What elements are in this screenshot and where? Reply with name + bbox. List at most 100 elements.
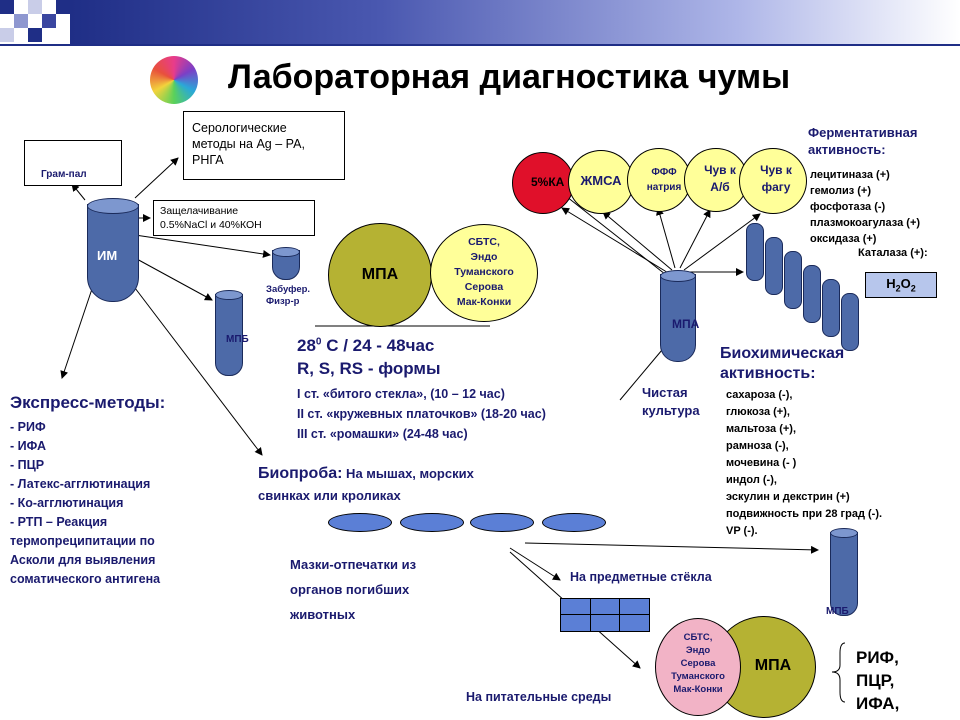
small-tube [803,265,821,323]
express-title: Экспресс-методы: [10,393,166,412]
small-tube [765,237,783,295]
sbts2-line: СБТС, [683,632,713,643]
enzyme-title: Ферментативная [808,125,918,140]
slides-label: На предметные стёкла [570,570,712,584]
small-tube [784,251,802,309]
header-underline [0,44,960,46]
mpb-label-left: МПБ [226,334,249,345]
small-tube [822,279,840,337]
circle-zhmsa: ЖМСА [568,150,634,214]
bioproba-label: Биопроба: На мышах, морских [258,465,474,482]
biochem-item: эскулин и декстрин (+) [726,491,850,503]
temperature-label: 280 С / 24 - 48час [297,336,435,355]
page-title: Лабораторная диагностика чумы [228,58,791,96]
enzyme-item: лецитиназа (+) [810,169,890,181]
small-tube [746,223,764,281]
mpa-label: МПА [361,266,399,283]
serology-line: РНГА [192,153,224,167]
pure-culture-line: культура [642,403,700,418]
catalase-label: Каталаза (+): [858,247,928,259]
express-item: - РИФ [10,420,46,434]
biochem-item: индол (-), [726,474,777,486]
biochem-item: сахароза (-), [726,389,793,401]
express-item: - Ко-агглютинация [10,496,124,510]
serology-box: Серологические методы на Ag – РА, РНГА [183,111,345,180]
im-tube: ИМ [87,198,139,306]
sbts-line: Туманского [454,266,514,278]
media-label: На питательные среды [466,690,612,704]
express-item: термопреципитации по [10,534,155,548]
small-tube [841,293,859,351]
forms-label: R, S, RS - формы [297,359,441,378]
alkali-line: Защелачивание [160,205,239,217]
zabufer-label: Забуфер. [266,284,311,295]
sbts-circle-2: СБТС, Эндо Серова Туманского Мак-Конки [655,618,741,716]
sbts-line: Серова [464,281,504,293]
gram-box: Грам-пал [24,140,122,186]
zabufer-label: Физр-р [266,296,300,307]
express-item: Асколи для выявления [10,553,156,567]
smear-line: животных [290,607,356,622]
mpa-tube-label: МПА [672,317,700,331]
smear-line: Мазки-отпечатки из [290,557,417,572]
enzyme-item: оксидаза (+) [810,233,877,245]
slide-grid [560,598,650,632]
express-item: соматического антигена [10,572,161,586]
sbts2-line: Туманского [671,671,725,682]
mpb-label-right: МПБ [826,606,849,617]
final-method: РИФ, [856,648,899,667]
express-item: - Латекс-агглютинация [10,477,151,491]
enzyme-item: плазмокоагулаза (+) [810,217,921,229]
circle-5ka: 5%КА [512,152,574,214]
serology-line: методы на Ag – РА, [192,137,305,151]
sbts-line: СБТС, [468,236,500,248]
smear-line: органов погибших [290,582,410,597]
sbts2-line: Мак-Конки [673,684,723,695]
pure-culture-line: Чистая [642,385,688,400]
sbts2-line: Серова [680,658,716,669]
circle-phage: Чув к фагу [739,148,807,214]
biochem-item: мочевина (- ) [726,457,797,469]
biochem-item: VP (-). [726,525,758,537]
h2o2-label: H2O2 [886,276,916,294]
enzyme-item: фосфотаза (-) [810,201,886,213]
stage-item: I ст. «битого стекла», (10 – 12 час) [297,387,505,401]
express-item: - ИФА [10,439,47,453]
zabufer-tube [272,247,300,281]
circle-ab: Чув к А/б [684,148,748,212]
final-method: ИФА, [856,694,900,713]
enzyme-item: гемолиз (+) [810,185,872,197]
petri-dish [328,513,392,532]
alkali-line: 0.5%NaCl и 40%КОН [160,219,262,231]
biochem-item: глюкоза (+), [726,406,790,418]
circle-fff: ФФФ натрия [627,148,691,212]
sbts-circle: СБТС, Эндо Туманского Серова Мак-Конки [430,224,538,322]
bioproba-line: свинках или кроликах [258,488,401,503]
mpb-tube-right [830,528,858,616]
biochem-title: активность: [720,365,816,382]
express-item: - ПЦР [10,458,45,472]
alkali-box: Защелачивание 0.5%NaCl и 40%КОН [153,200,315,236]
header-bar [70,0,960,46]
stage-item: III ст. «ромашки» (24-48 час) [297,427,468,441]
sbts-line: Мак-Конки [456,296,512,308]
header-squares [0,0,70,46]
petri-dish [400,513,464,532]
final-method: ПЦР, [856,671,895,690]
petri-dish [542,513,606,532]
biochem-item: рамноза (-), [726,440,789,452]
logo-icon [150,56,198,104]
mpa2-label: МПА [754,657,792,674]
biochem-title: Биохимическая [720,345,845,362]
mpa-tube-right [660,270,696,362]
serology-line: Серологические [192,121,287,135]
biochem-item: мальтоза (+), [726,423,797,435]
stage-item: II ст. «кружевных платочков» (18-20 час) [297,407,546,421]
express-item: - РТП – Реакция [10,515,108,529]
h2o2-box: H2O2 [865,272,937,298]
mpa-circle: МПА [328,223,432,327]
enzyme-title: активность: [808,142,886,157]
sbts-line: Эндо [470,251,498,263]
biochem-item: подвижность при 28 град (-). [726,508,883,520]
